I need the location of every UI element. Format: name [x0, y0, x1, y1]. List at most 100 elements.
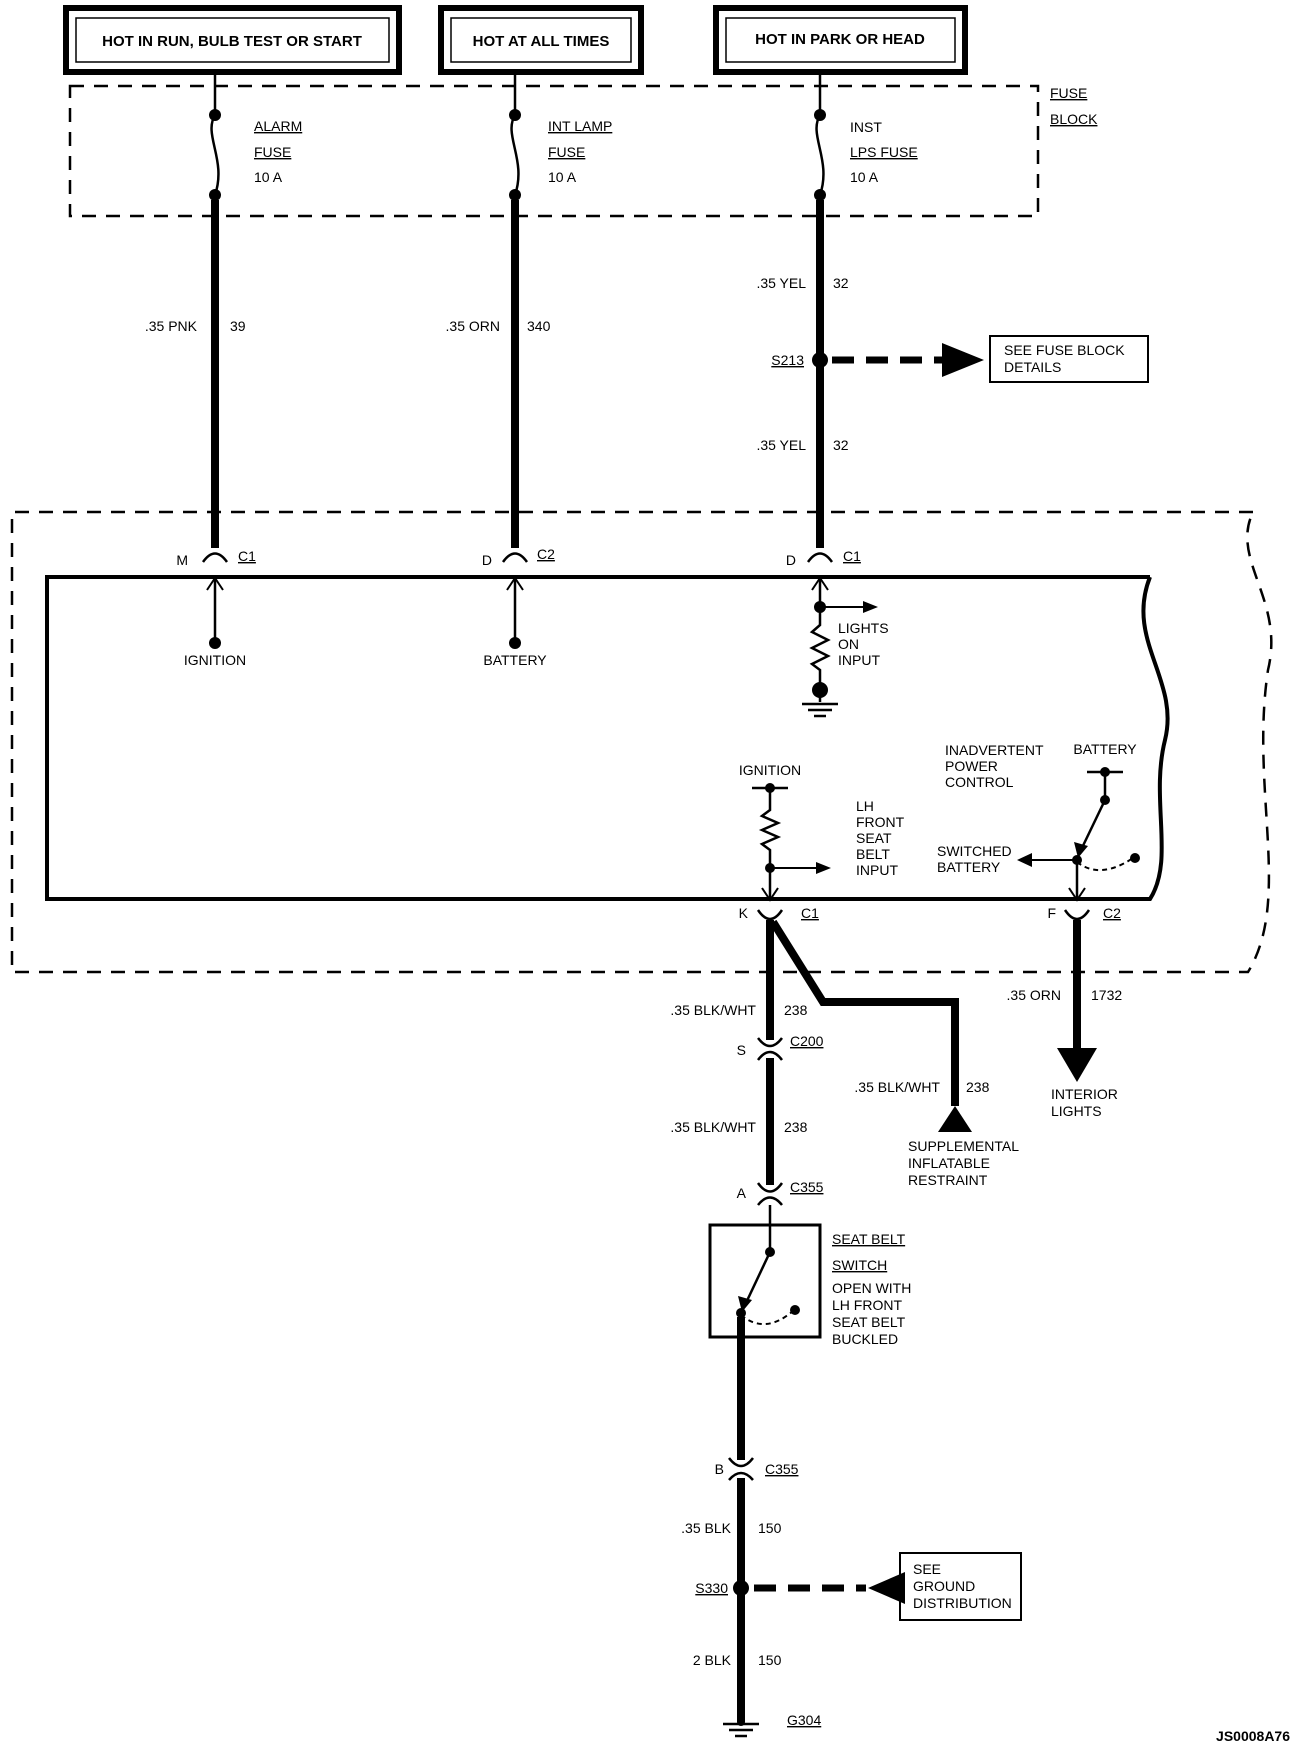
module-label: FRONT: [856, 814, 905, 830]
module-label: BATTERY: [937, 859, 1001, 875]
pin-label: F: [1047, 905, 1056, 921]
header-label: HOT AT ALL TIMES: [473, 33, 610, 50]
wire-gauge: .35 ORN: [446, 318, 500, 334]
module-label: ON: [838, 636, 859, 652]
pin-label: S: [737, 1042, 746, 1058]
sir-label: RESTRAINT: [908, 1172, 988, 1188]
inst-lps-fuse: INST LPS FUSE 10 A: [814, 72, 918, 201]
wire-gauge: 2 BLK: [693, 1652, 732, 1668]
sir-label: SUPPLEMENTAL: [908, 1138, 1019, 1154]
switch-title: SWITCH: [832, 1257, 887, 1273]
switch-description: BUCKLED: [832, 1331, 898, 1347]
connector-label: C2: [1103, 905, 1121, 921]
alarm-fuse: ALARM FUSE 10 A: [209, 72, 302, 201]
ref-label: GROUND: [913, 1578, 975, 1594]
ref-label: SEE FUSE BLOCK: [1004, 342, 1125, 358]
pin-label: M: [176, 552, 188, 568]
connector-k-c1: K C1: [739, 905, 819, 921]
see-fuse-block-details-ref: SEE FUSE BLOCK DETAILS: [989, 335, 1149, 383]
int-lamp-fuse: INT LAMP FUSE 10 A: [509, 72, 612, 201]
connector-label: C1: [801, 905, 819, 921]
seat-belt-input-circuit: IGNITION LH FRONT SEAT BELT INPUT: [739, 762, 905, 902]
module-label: BELT: [856, 846, 890, 862]
module-label: SEAT: [856, 830, 892, 846]
inadvertent-power-control: INADVERTENT POWER CONTROL BATTERY SWITCH…: [937, 741, 1140, 902]
fuse-rating: 10 A: [548, 169, 577, 185]
connector-label: C355: [790, 1179, 824, 1195]
ref-label: DETAILS: [1004, 359, 1061, 375]
connector-label: C1: [238, 548, 256, 564]
fuse-block-boundary: [68, 84, 1040, 218]
interior-lights-label: LIGHTS: [1051, 1103, 1102, 1119]
ref-label: SEE: [913, 1561, 941, 1577]
connector-a-c355: A C355: [737, 1179, 824, 1206]
pin-label: D: [482, 552, 492, 568]
splice-label: S213: [771, 352, 804, 368]
switch-description: LH FRONT: [832, 1297, 902, 1313]
module-label: LIGHTS: [838, 620, 889, 636]
see-ground-distribution-ref: SEE GROUND DISTRIBUTION: [899, 1552, 1022, 1621]
module-label: INPUT: [838, 652, 880, 668]
fuse-name: LPS FUSE: [850, 144, 918, 160]
interior-lights-arrow: [1057, 1048, 1097, 1082]
wire-gauge: .35 BLK/WHT: [670, 1002, 756, 1018]
pin-label: A: [737, 1185, 747, 1201]
seat-belt-switch: SEAT BELT SWITCH OPEN WITH LH FRONT SEAT…: [708, 1205, 911, 1347]
splice-s213: S213: [771, 343, 984, 377]
fuse-name: FUSE: [254, 144, 291, 160]
module-label: IGNITION: [184, 652, 246, 668]
wire-gauge: .35 BLK/WHT: [670, 1119, 756, 1135]
wire-gauge: .35 YEL: [756, 275, 806, 291]
module-label: INPUT: [856, 862, 898, 878]
wire-circuit: 1732: [1091, 987, 1122, 1003]
header-label: HOT IN RUN, BULB TEST OR START: [102, 33, 362, 50]
module-label: INADVERTENT: [945, 742, 1044, 758]
wire-circuit: 238: [784, 1002, 808, 1018]
wire-circuit: 32: [833, 275, 849, 291]
header-hot-in-run: HOT IN RUN, BULB TEST OR START: [63, 5, 402, 75]
module-internal-box: [45, 575, 1170, 901]
wire-circuit: 238: [784, 1119, 808, 1135]
splice-s330: S330: [695, 1572, 905, 1604]
module-label: BATTERY: [1073, 741, 1137, 757]
connector-label: C355: [765, 1461, 799, 1477]
pin-label: B: [715, 1461, 724, 1477]
wire-circuit: 150: [758, 1652, 782, 1668]
connector-s-c200: S C200: [737, 1033, 824, 1061]
wire-gauge: .35 BLK: [681, 1520, 731, 1536]
fuse-name: ALARM: [254, 118, 302, 134]
connector-d-c2: D C2 BATTERY: [482, 546, 555, 668]
switch-description: OPEN WITH: [832, 1280, 911, 1296]
header-hot-in-park: HOT IN PARK OR HEAD: [713, 5, 968, 75]
module-label: LH: [856, 798, 874, 814]
wire-238-sir-branch: [769, 919, 959, 1106]
fuse-name: FUSE: [548, 144, 585, 160]
wire-gauge: .35 BLK/WHT: [854, 1079, 940, 1095]
connector-label: C2: [537, 546, 555, 562]
switch-title: SEAT BELT: [832, 1231, 906, 1247]
fuse-name: INT LAMP: [548, 118, 612, 134]
module-label: IGNITION: [739, 762, 801, 778]
sir-arrow: [938, 1106, 972, 1132]
connector-label: C200: [790, 1033, 824, 1049]
module-label: BATTERY: [483, 652, 547, 668]
fuse-name: INST: [850, 119, 882, 135]
fuse-block-label: BLOCK: [1050, 111, 1098, 127]
connector-b-c355: B C355: [715, 1457, 799, 1481]
wire-circuit: 150: [758, 1520, 782, 1536]
ground-label: G304: [787, 1712, 821, 1728]
wire-gauge: .35 ORN: [1007, 987, 1061, 1003]
module-label: POWER: [945, 758, 998, 774]
ground-g304: G304: [723, 1712, 821, 1738]
header-label: HOT IN PARK OR HEAD: [755, 31, 925, 48]
connector-label: C1: [843, 548, 861, 564]
connector-d-c1: D C1 LIGHTS ON INPUT: [786, 548, 889, 718]
connector-f-c2: F C2: [1047, 905, 1121, 921]
fuse-block-label: FUSE: [1050, 85, 1087, 101]
module-label: SWITCHED: [937, 843, 1012, 859]
fuse-rating: 10 A: [254, 169, 283, 185]
wire-circuit: 32: [833, 437, 849, 453]
module-boundary: [10, 510, 1273, 974]
wire-circuit: 39: [230, 318, 246, 334]
sir-label: INFLATABLE: [908, 1155, 990, 1171]
